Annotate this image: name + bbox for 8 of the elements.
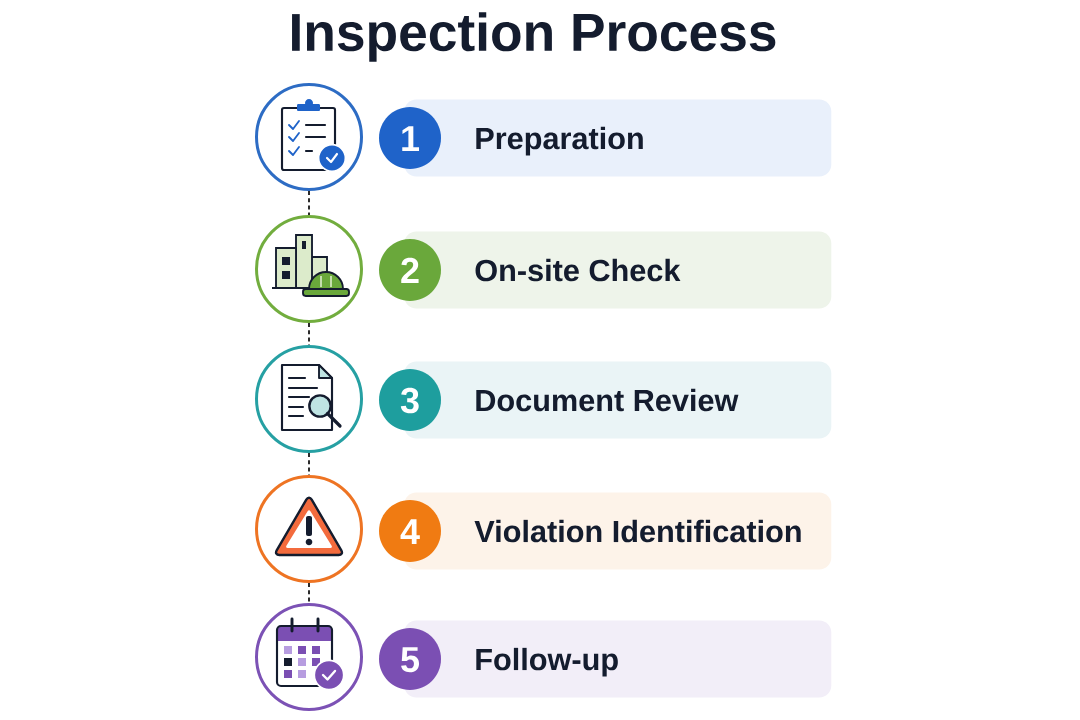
number-badge: 3 [379,369,441,431]
number-badge: 4 [379,500,441,562]
connector-line [308,582,310,604]
number-badge: 2 [379,239,441,301]
title: Inspection Process [292,12,776,62]
number-badge: 5 [379,628,441,690]
connector-line [308,190,310,216]
number-badge: 1 [379,107,441,169]
